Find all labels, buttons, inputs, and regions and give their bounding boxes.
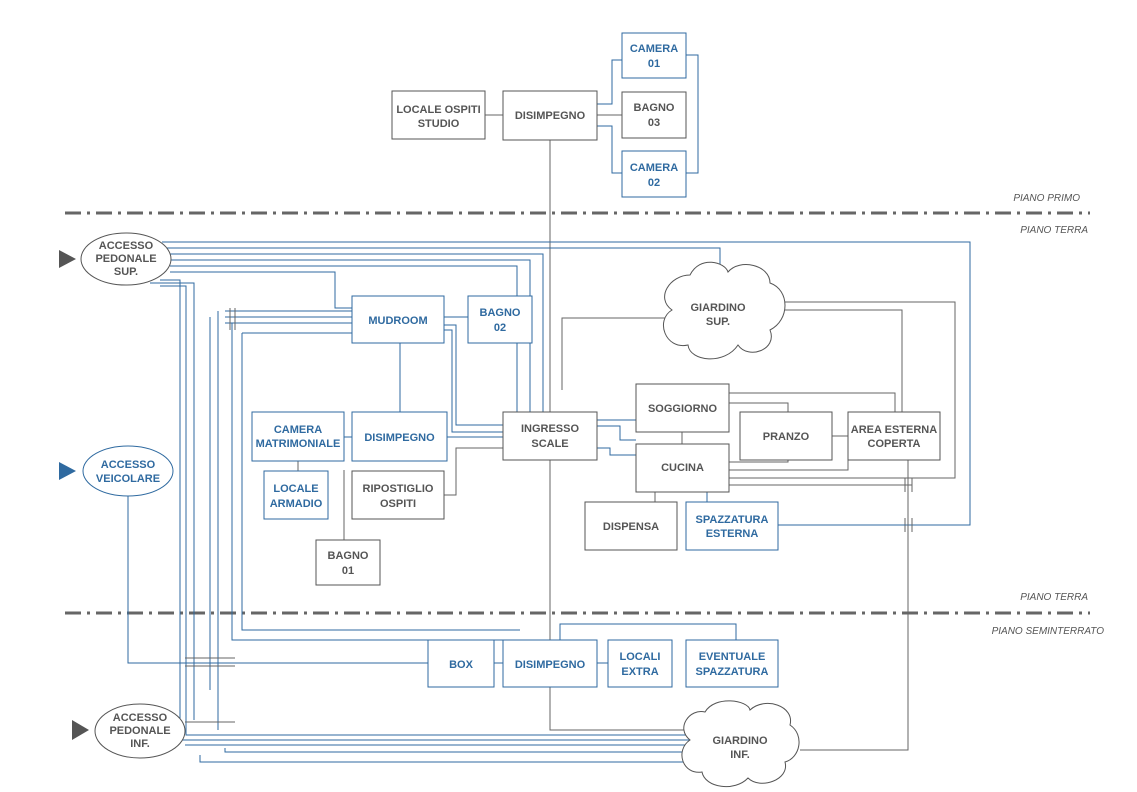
svg-text:AREA ESTERNA: AREA ESTERNA: [851, 424, 937, 436]
svg-text:LOCALE: LOCALE: [273, 483, 318, 495]
room-camera-matrimoniale: CAMERA MATRIMONIALE: [251, 411, 345, 462]
room-disimpegno-seminterrato: DISIMPEGNO: [502, 639, 598, 688]
floor-label-piano-terra-top: PIANO TERRA: [1020, 225, 1088, 236]
room-disimpegno-terra: DISIMPEGNO: [351, 411, 448, 462]
svg-text:BAGNO: BAGNO: [328, 550, 369, 562]
svg-text:01: 01: [648, 58, 660, 70]
floor-label-piano-terra-bottom: PIANO TERRA: [1020, 592, 1088, 603]
room-dispensa: DISPENSA: [584, 501, 678, 551]
room-camera-02: CAMERA 02: [621, 150, 687, 198]
room-bagno-02: BAGNO 02: [467, 295, 533, 344]
room-eventuale-spazzatura: EVENTUALE SPAZZATURA: [685, 639, 779, 688]
svg-text:STUDIO: STUDIO: [418, 118, 460, 130]
svg-text:02: 02: [648, 177, 660, 189]
room-bagno-01: BAGNO 01: [315, 539, 381, 586]
svg-text:ACCESSO: ACCESSO: [99, 240, 154, 252]
svg-text:EXTRA: EXTRA: [621, 666, 658, 678]
svg-text:EVENTUALE: EVENTUALE: [699, 651, 766, 663]
room-pranzo: PRANZO: [739, 411, 833, 461]
room-disimpegno-primo: DISIMPEGNO: [502, 90, 598, 141]
connection-lines: [127, 54, 971, 763]
room-locali-extra: LOCALI EXTRA: [607, 639, 673, 688]
svg-text:CAMERA: CAMERA: [630, 43, 678, 55]
floor-label-piano-primo: PIANO PRIMO: [1013, 193, 1080, 204]
svg-text:ESTERNA: ESTERNA: [706, 528, 759, 540]
svg-text:MATRIMONIALE: MATRIMONIALE: [256, 438, 341, 450]
room-locale-ospiti-studio: LOCALE OSPITI STUDIO: [391, 90, 486, 140]
svg-text:SOGGIORNO: SOGGIORNO: [648, 403, 718, 415]
svg-text:GIARDINO: GIARDINO: [691, 302, 746, 314]
svg-text:SPAZZATURA: SPAZZATURA: [696, 666, 769, 678]
svg-text:03: 03: [648, 117, 660, 129]
svg-text:LOCALI: LOCALI: [620, 651, 661, 663]
svg-text:SUP.: SUP.: [114, 266, 138, 278]
svg-text:ACCESSO: ACCESSO: [101, 459, 156, 471]
svg-text:DISIMPEGNO: DISIMPEGNO: [515, 110, 586, 122]
svg-text:SUP.: SUP.: [706, 316, 730, 328]
svg-text:CUCINA: CUCINA: [661, 462, 704, 474]
svg-text:BOX: BOX: [449, 659, 474, 671]
svg-text:BAGNO: BAGNO: [634, 102, 675, 114]
svg-text:PEDONALE: PEDONALE: [109, 725, 170, 737]
access-veicolare: ACCESSO VEICOLARE: [82, 445, 174, 497]
svg-text:MUDROOM: MUDROOM: [368, 315, 427, 327]
svg-text:SPAZZATURA: SPAZZATURA: [696, 514, 769, 526]
svg-text:DISPENSA: DISPENSA: [603, 521, 659, 533]
svg-text:ARMADIO: ARMADIO: [270, 498, 323, 510]
svg-text:ACCESSO: ACCESSO: [113, 712, 168, 724]
room-mudroom: MUDROOM: [351, 295, 445, 344]
svg-text:PRANZO: PRANZO: [763, 431, 810, 443]
access-pedonale-sup: ACCESSO PEDONALE SUP.: [80, 232, 172, 286]
arrow-veicolare-icon: [59, 462, 76, 480]
access-pedonale-inf: ACCESSO PEDONALE INF.: [94, 703, 186, 759]
floor-label-piano-seminterrato: PIANO SEMINTERRATO: [992, 626, 1105, 637]
svg-text:CAMERA: CAMERA: [274, 424, 322, 436]
arrow-pedonale-inf-icon: [72, 720, 89, 740]
room-area-esterna-coperta: AREA ESTERNA COPERTA: [847, 411, 941, 461]
svg-text:DISIMPEGNO: DISIMPEGNO: [515, 659, 586, 671]
svg-text:SCALE: SCALE: [531, 438, 568, 450]
svg-text:DISIMPEGNO: DISIMPEGNO: [364, 432, 435, 444]
svg-text:LOCALE OSPITI: LOCALE OSPITI: [396, 104, 480, 116]
svg-text:VEICOLARE: VEICOLARE: [96, 473, 160, 485]
room-locale-armadio: LOCALE ARMADIO: [263, 470, 329, 520]
svg-text:RIPOSTIGLIO: RIPOSTIGLIO: [363, 483, 434, 495]
svg-text:INF.: INF.: [130, 738, 150, 750]
svg-text:BAGNO: BAGNO: [480, 307, 521, 319]
room-ripostiglio-ospiti: RIPOSTIGLIO OSPITI: [351, 470, 445, 520]
svg-text:INF.: INF.: [730, 749, 750, 761]
garden-giardino-inf: GIARDINO INF.: [681, 700, 800, 788]
room-box: BOX: [427, 639, 495, 688]
room-camera-01: CAMERA 01: [621, 32, 687, 79]
garden-giardino-sup: GIARDINO SUP.: [662, 261, 786, 360]
svg-text:01: 01: [342, 565, 354, 577]
svg-text:OSPITI: OSPITI: [380, 498, 416, 510]
svg-text:COPERTA: COPERTA: [868, 438, 921, 450]
room-bagno-03: BAGNO 03: [621, 91, 687, 139]
room-soggiorno: SOGGIORNO: [635, 383, 730, 433]
svg-text:PEDONALE: PEDONALE: [95, 253, 156, 265]
svg-text:02: 02: [494, 322, 506, 334]
svg-text:INGRESSO: INGRESSO: [521, 423, 580, 435]
room-spazzatura-esterna: SPAZZATURA ESTERNA: [685, 501, 779, 551]
arrow-pedonale-sup-icon: [59, 250, 76, 268]
room-ingresso-scale: INGRESSO SCALE: [502, 411, 598, 461]
svg-text:CAMERA: CAMERA: [630, 162, 678, 174]
svg-text:GIARDINO: GIARDINO: [713, 735, 768, 747]
room-cucina: CUCINA: [635, 443, 730, 493]
